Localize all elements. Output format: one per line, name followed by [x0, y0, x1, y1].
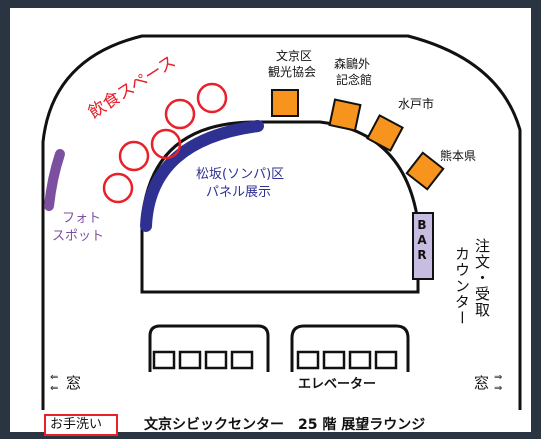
booth-bunkyo-label-line2: 観光協会	[268, 65, 317, 79]
panel-exhibit-label-line2: パネル展示	[206, 185, 272, 200]
window-right-label: 窓	[474, 374, 490, 392]
window-left-arrows: ⇐ ⇐	[50, 372, 59, 394]
dining-table	[102, 172, 134, 204]
booth-mito-label: 水戸市	[398, 97, 435, 111]
booth-morioogai	[328, 98, 362, 132]
dining-tables	[102, 82, 228, 204]
dining-table	[164, 98, 196, 130]
toilet-label-box	[44, 414, 118, 436]
photo-spot-marker	[44, 149, 65, 211]
booth-morioogai-label-line1: 森鷗外	[334, 57, 371, 71]
booth-bunkyo	[271, 89, 299, 117]
elevator-bank-right	[290, 324, 410, 372]
booth-mito	[366, 114, 404, 152]
toilet-label: お手洗い	[50, 417, 103, 432]
dining-table	[118, 140, 150, 172]
inner-core	[140, 120, 420, 294]
bar-counter	[412, 212, 434, 280]
bar-label: BAR	[415, 218, 429, 263]
booths	[271, 89, 445, 191]
elevator-label: エレベーター	[298, 377, 377, 392]
booth-bunkyo-label-line1: 文京区	[276, 49, 313, 63]
booth-kumamoto-label: 熊本県	[440, 149, 477, 163]
booth-kumamoto	[405, 151, 445, 191]
elevator-bank-left	[148, 324, 270, 372]
window-right-arrows: ⇒ ⇒	[494, 372, 503, 394]
map-sheet	[10, 8, 531, 432]
panel-exhibit-label-line1: 松坂(ソンパ)区	[196, 167, 285, 182]
outer-wall	[41, 34, 522, 410]
order-counter-label-line1: 注文・受取	[473, 238, 491, 318]
window-left-label: 窓	[66, 374, 82, 392]
dining-table	[150, 128, 182, 160]
photo-spot-label-line1: フォト	[62, 211, 102, 226]
panel-exhibit-marker	[140, 120, 264, 232]
footer-title: 文京シビックセンター 25 階 展望ラウンジ	[144, 417, 426, 433]
order-counter-label-line2: カウンター	[453, 246, 471, 326]
photo-spot-label-line2: スポット	[52, 229, 105, 244]
dining-table	[196, 82, 228, 114]
booth-morioogai-label-line2: 記念館	[336, 73, 373, 87]
